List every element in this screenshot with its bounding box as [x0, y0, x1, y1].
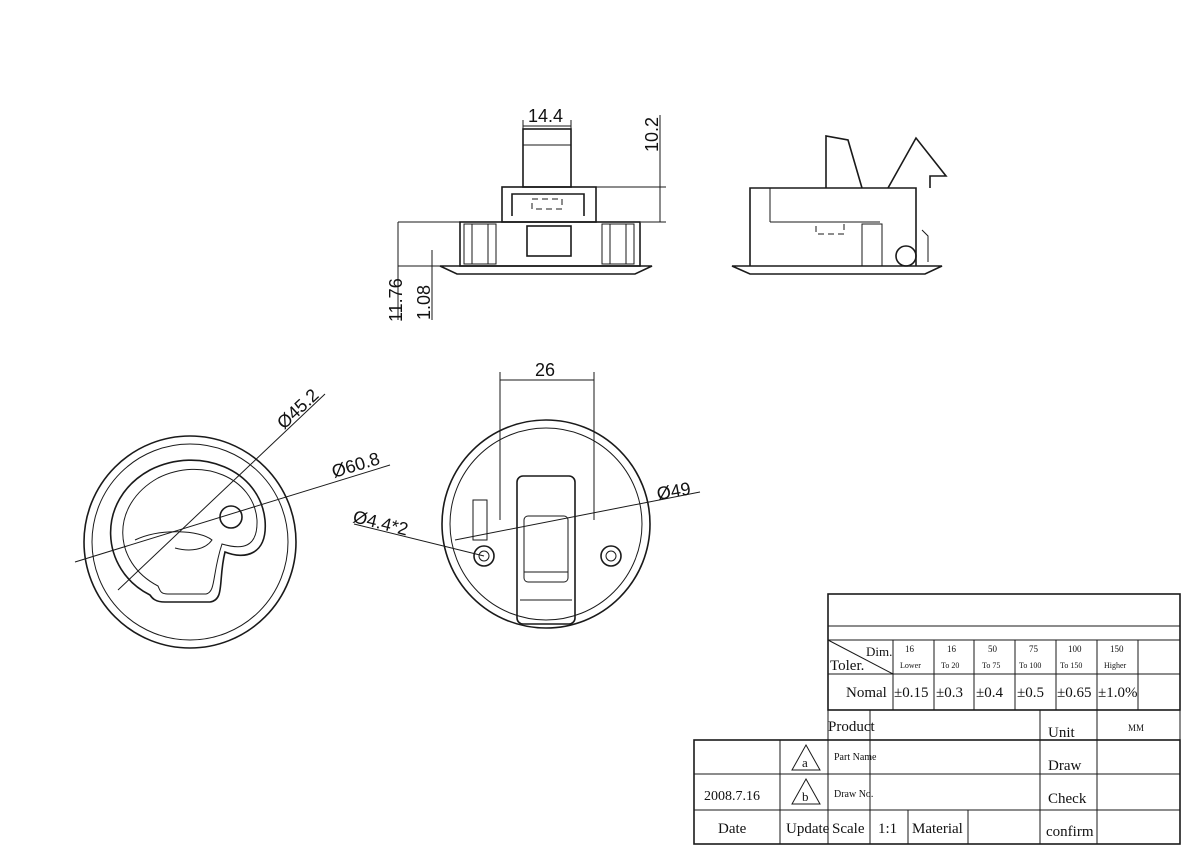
tolerance-6: ±1.0%: [1098, 685, 1137, 701]
tolerance-3: ±0.4: [976, 685, 1003, 701]
range-bottom-4: To 100: [1019, 661, 1041, 670]
range-top-1: 16: [905, 644, 915, 654]
range-top-5: 100: [1068, 644, 1082, 654]
revision-a-triangle: [791, 743, 821, 771]
side-view: [731, 135, 948, 275]
draw-label: Draw: [1048, 758, 1081, 774]
tolerance-1: ±0.15: [894, 685, 928, 701]
range-top-3: 50: [988, 644, 998, 654]
tolerance-5: ±0.65: [1057, 685, 1091, 701]
dim-outer-width: 26: [535, 360, 555, 380]
dim-hole-circle: Ø49: [655, 478, 692, 504]
range-bottom-3: To 75: [982, 661, 1000, 670]
range-bottom-6: Higher: [1104, 661, 1127, 670]
scale-value: 1:1: [878, 821, 897, 837]
tolerance-2: ±0.3: [936, 685, 963, 701]
dim-top-width: 14.4: [528, 106, 563, 126]
range-top-6: 150: [1110, 644, 1124, 654]
range-top-4: 75: [1029, 644, 1039, 654]
range-bottom-2: To 20: [941, 661, 959, 670]
confirm-label: confirm: [1046, 824, 1094, 840]
range-headers: 16 Lower 16 To 20 50 To 75 75 To 100 100…: [900, 644, 1127, 670]
date-label: Date: [718, 821, 747, 837]
revision-b: b: [802, 789, 809, 804]
date-value: 2008.7.16: [704, 789, 760, 804]
revision-b-triangle: [791, 777, 821, 805]
toler-label: Toler.: [830, 658, 864, 674]
check-label: Check: [1048, 791, 1087, 807]
dim-hole-spec: Ø4.4*2: [351, 506, 410, 539]
unit-label: Unit: [1048, 725, 1076, 741]
title-block: Toler. Dim. 16 Lower 16 To 20 50 To 75 7…: [693, 593, 1181, 845]
dim-label: Dim.: [866, 644, 892, 659]
dim-top-height: 10.2: [642, 117, 662, 152]
front-view: 14.4 10.2 11.76 1.08: [386, 106, 666, 322]
dim-flange-thickness: 1.08: [414, 285, 434, 320]
range-top-2: 16: [947, 644, 957, 654]
draw-no-label: Draw No.: [834, 789, 873, 800]
material-label: Material: [912, 821, 963, 837]
update-label: Update: [786, 821, 830, 837]
dim-outer-diameter: Ø60.8: [329, 448, 382, 481]
normal-label: Nomal: [846, 685, 887, 701]
scale-label: Scale: [832, 821, 865, 837]
tolerance-values: ±0.15 ±0.3 ±0.4 ±0.5 ±0.65 ±1.0%: [894, 685, 1137, 701]
product-label: Product: [828, 719, 875, 735]
dim-total-height: 11.76: [386, 278, 406, 322]
dim-inner-diameter: Ø45.2: [273, 385, 323, 433]
top-view-right: 26 Ø49 Ø4.4*2: [351, 360, 701, 629]
tolerance-4: ±0.5: [1017, 685, 1044, 701]
range-bottom-1: Lower: [900, 661, 921, 670]
unit-value: MM: [1128, 723, 1144, 733]
part-name-label: Part Name: [834, 752, 877, 763]
top-view-left: Ø45.2 Ø60.8: [74, 385, 391, 649]
range-bottom-5: To 150: [1060, 661, 1082, 670]
revision-a: a: [802, 755, 808, 770]
